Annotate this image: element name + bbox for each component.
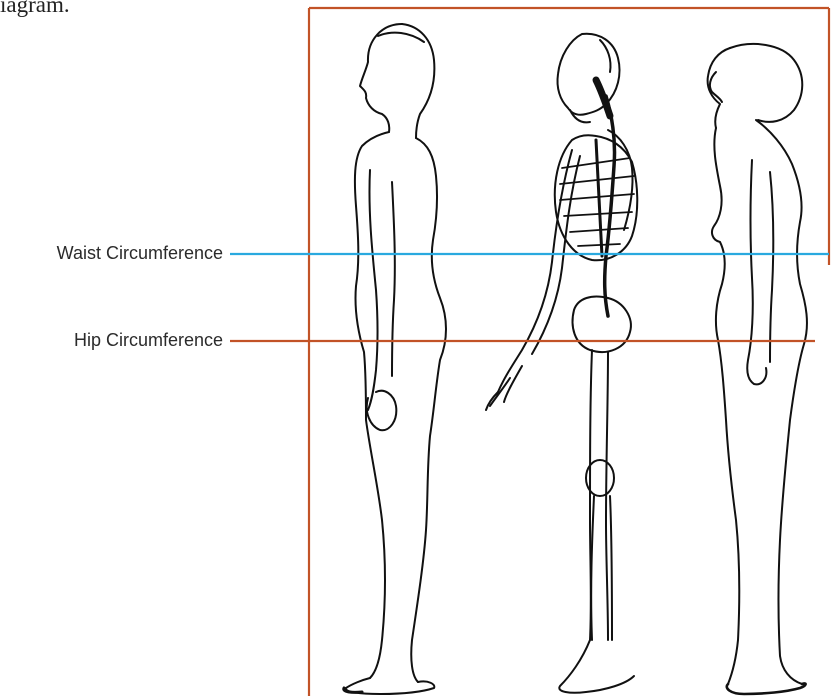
waist-circumference-label: Waist Circumference bbox=[57, 243, 223, 264]
female-figure bbox=[708, 44, 807, 694]
male-figure bbox=[344, 24, 446, 694]
skeleton-figure bbox=[486, 34, 637, 693]
hip-circumference-label: Hip Circumference bbox=[74, 330, 223, 351]
